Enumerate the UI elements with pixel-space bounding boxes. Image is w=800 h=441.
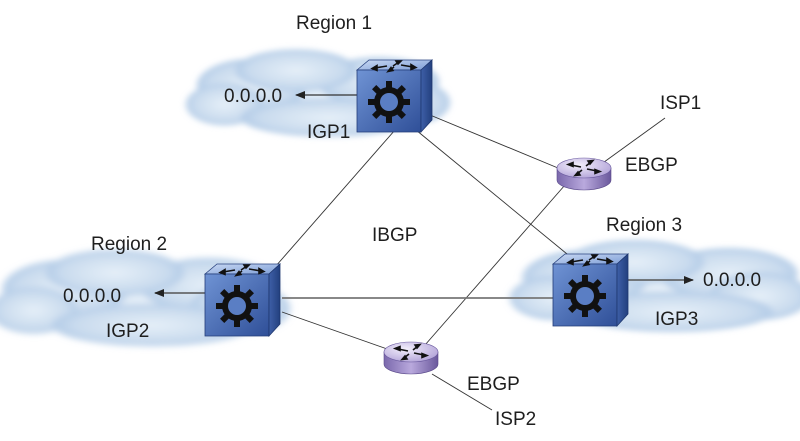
region-3-default-route: 0.0.0.0: [703, 270, 762, 291]
router-isp1-icon: [556, 157, 612, 191]
isp1-label: ISP1: [660, 93, 702, 114]
router-isp2-icon: [383, 341, 439, 375]
link-r1-r3: [415, 129, 579, 264]
ibgp-label: IBGP: [372, 225, 418, 246]
isp2-ebgp-label: EBGP: [467, 374, 520, 395]
region-2-title: Region 2: [91, 234, 168, 255]
link-isp1-router-isp2-router: [424, 184, 566, 346]
switch-region-1-icon: [356, 59, 433, 133]
region-1-default-route: 0.0.0.0: [224, 86, 283, 107]
region-3-igp: IGP3: [655, 309, 699, 330]
isp1-ebgp-label: EBGP: [625, 155, 678, 176]
link-isp2-router-isp2: [431, 373, 493, 411]
link-r1-isp1-router: [429, 114, 559, 169]
link-r1-r2: [267, 129, 396, 276]
region-1-igp: IGP1: [307, 122, 351, 143]
link-r2-isp2-router: [281, 311, 391, 351]
region-1-title: Region 1: [296, 13, 373, 34]
region-3-title: Region 3: [606, 215, 683, 236]
link-isp1-router-isp1: [599, 117, 666, 166]
isp2-label: ISP2: [495, 409, 537, 430]
region-2-default-route: 0.0.0.0: [63, 286, 122, 307]
switch-region-2-icon: [204, 263, 281, 337]
switch-region-3-icon: [552, 253, 629, 327]
region-2-igp: IGP2: [106, 321, 150, 342]
